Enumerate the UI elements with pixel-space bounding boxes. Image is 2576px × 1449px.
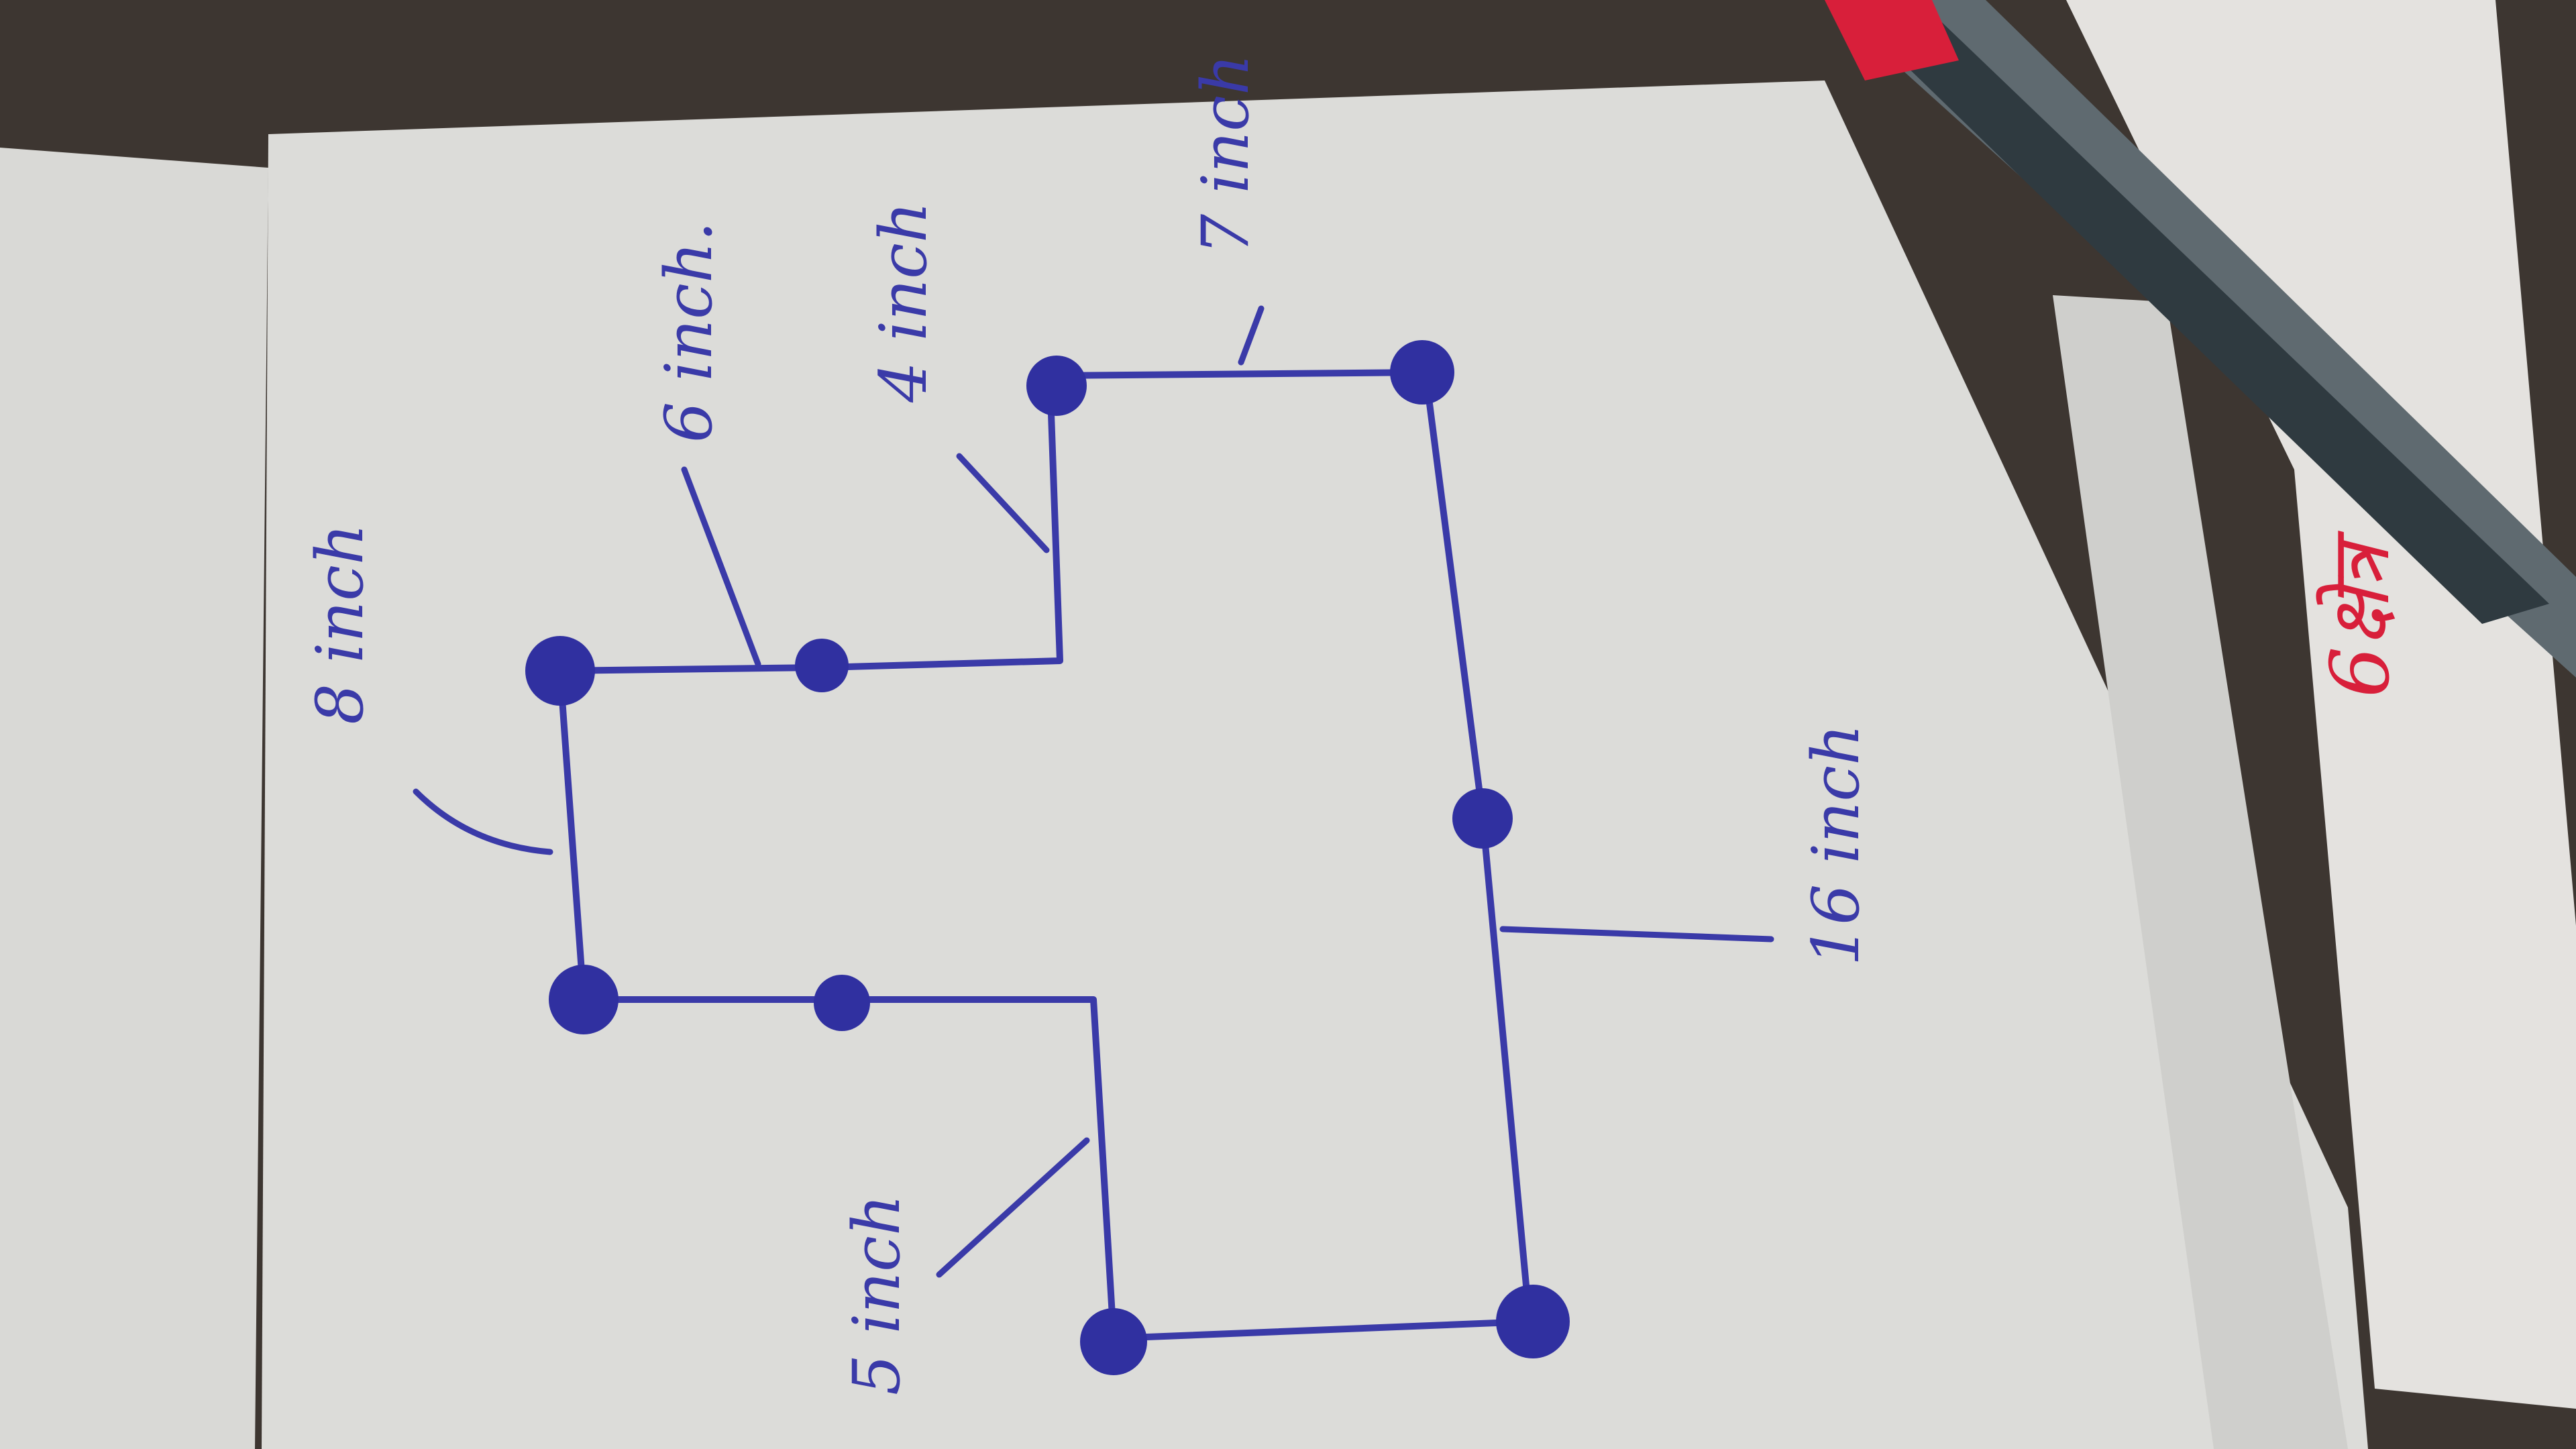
background-red-text: 6क्षेत्र [2314, 531, 2408, 698]
paper-edge-stack [2053, 295, 2348, 1449]
pen-cap [1825, 0, 1959, 80]
label-6-inch: 6 inch. [651, 221, 727, 443]
main-paper [262, 80, 2368, 1449]
pen-barrel [1838, 0, 2549, 624]
label-16-inch: 16 inch [1799, 724, 1874, 966]
hand-drawn-figure [557, 369, 1533, 1342]
left-page [0, 148, 268, 1449]
right-background-paper [2066, 0, 2576, 1409]
label-4-inch: 4 inch [866, 201, 941, 403]
vertex-dots [525, 340, 1570, 1375]
label-8-inch: 8 inch [303, 523, 378, 724]
label-7-inch: 7 inch [1188, 54, 1263, 255]
arrows [413, 305, 1774, 1278]
label-5-inch: 5 inch [839, 1194, 914, 1395]
